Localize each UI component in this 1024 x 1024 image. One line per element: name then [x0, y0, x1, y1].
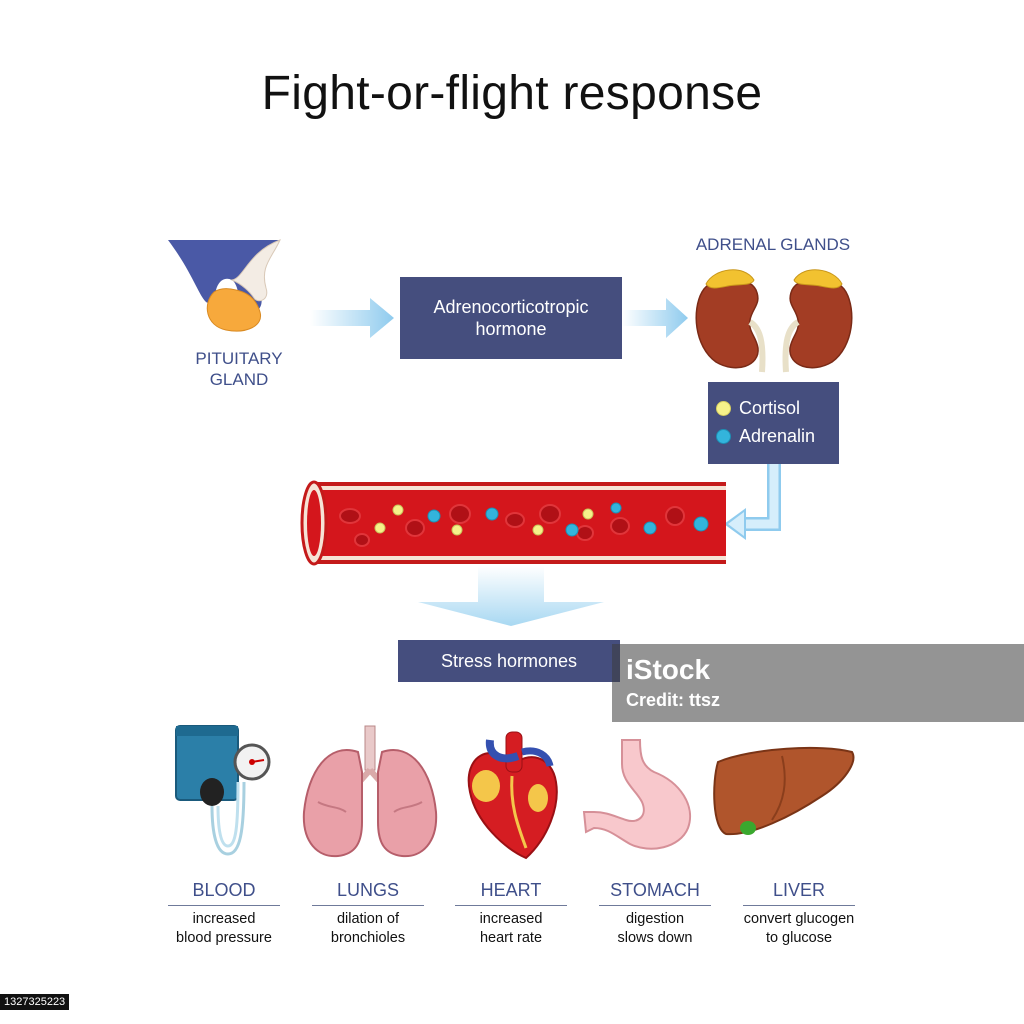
acth-line2: hormone [475, 319, 547, 339]
organ-desc-lungs: dilation of bronchioles [298, 910, 438, 948]
pituitary-label: PITUITARY GLAND [176, 348, 302, 390]
lungs-icon [302, 725, 438, 858]
hormones-box: Cortisol Adrenalin [708, 382, 839, 464]
acth-box: Adrenocorticotropic hormone [400, 277, 622, 359]
arrow-right-icon [310, 298, 394, 338]
organ-desc-line1: convert glucogen [743, 911, 855, 927]
organ-desc-line2: blood pressure [176, 930, 272, 946]
watermark-overlay [612, 644, 1024, 722]
adrenal-glands-illustration [695, 269, 853, 373]
organ-desc-line1: increased [192, 911, 256, 927]
organ-desc-line2: to glucose [765, 930, 833, 946]
pituitary-label-line1: PITUITARY [195, 349, 283, 368]
organ-desc-line2: slows down [617, 930, 693, 946]
organ-label-liver: LIVER [743, 880, 855, 906]
pituitary-gland-illustration [168, 239, 281, 332]
blood-vessel-illustration [300, 480, 726, 566]
organ-desc-liver: convert glucogen to glucose [729, 910, 869, 948]
organ-desc-line1: dilation of [336, 911, 400, 927]
organ-label-stomach: STOMACH [599, 880, 711, 906]
adrenalin-dot-icon [716, 428, 731, 444]
liver-icon [713, 746, 855, 836]
blood-pressure-monitor-icon [175, 725, 271, 856]
organ-desc-line2: bronchioles [330, 930, 406, 946]
organ-label-lungs: LUNGS [312, 880, 424, 906]
organ-label-blood: BLOOD [168, 880, 280, 906]
organ-desc-line1: digestion [625, 911, 685, 927]
organ-label-heart: HEART [455, 880, 567, 906]
arrow-right-icon [622, 298, 688, 338]
adrenal-glands-label: ADRENAL GLANDS [695, 235, 851, 254]
organ-desc-blood: increased blood pressure [154, 910, 294, 948]
hormone-cortisol: Cortisol [716, 394, 839, 422]
stock-image-id: 1327325223 [0, 994, 70, 1010]
watermark-credit: Credit: ttsz [626, 690, 720, 710]
organ-desc-stomach: digestion slows down [585, 910, 725, 948]
pituitary-label-line2: GLAND [209, 370, 269, 389]
hormone-adrenalin: Adrenalin [716, 422, 839, 450]
organ-desc-line2: heart rate [479, 930, 543, 946]
adrenalin-label: Adrenalin [739, 425, 816, 446]
watermark-logo: iStock [626, 654, 711, 685]
organ-desc-heart: increased heart rate [441, 910, 581, 948]
arrow-down-icon [418, 566, 604, 626]
acth-line1: Adrenocorticotropic [433, 297, 589, 317]
organ-desc-line1: increased [479, 911, 543, 927]
cortisol-label: Cortisol [739, 397, 801, 418]
stomach-icon [582, 739, 691, 850]
cortisol-dot-icon [716, 400, 731, 416]
heart-icon [467, 731, 558, 860]
diagram-title: Fight-or-flight response [261, 67, 763, 120]
elbow-arrow-icon [724, 464, 781, 540]
stress-hormones-box: Stress hormones [398, 640, 620, 682]
